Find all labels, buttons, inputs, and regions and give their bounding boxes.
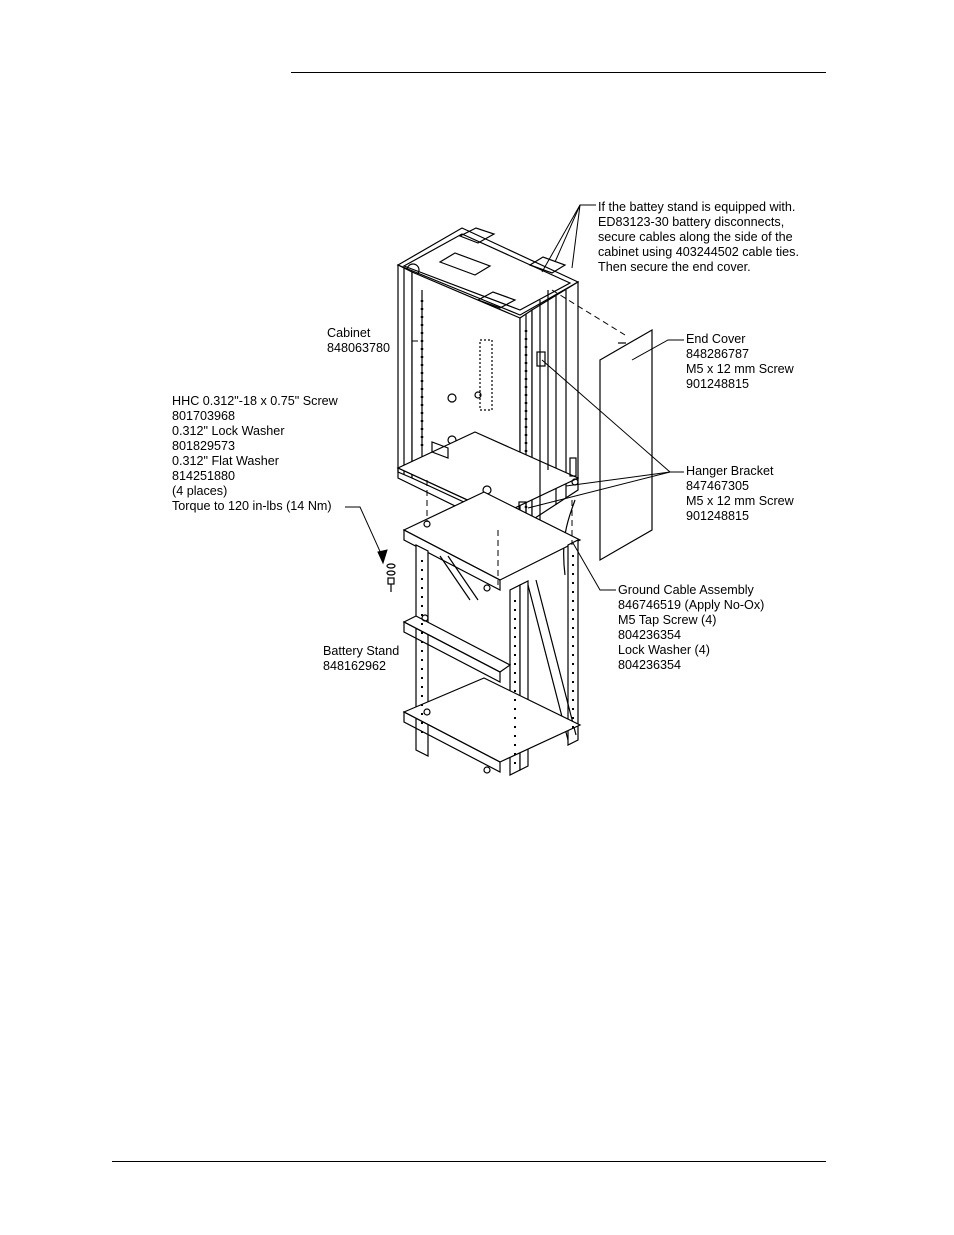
alignment-lines xyxy=(426,289,626,585)
callout-line: 814251880 xyxy=(172,469,236,483)
callout-line: 901248815 xyxy=(686,509,750,523)
callout-line: If the battey stand is equipped with. xyxy=(598,200,796,214)
callout-line: 0.312" Lock Washer xyxy=(172,424,285,438)
callout-line: Lock Washer (4) xyxy=(618,643,710,657)
callout-cabinet: Cabinet 848063780 xyxy=(327,326,390,356)
callout-line: ED83123-30 battery disconnects, xyxy=(598,215,785,229)
bolt-stack-drawing xyxy=(386,563,396,592)
callout-line: HHC 0.312"-18 x 0.75" Screw xyxy=(172,394,338,408)
callout-line: 848286787 xyxy=(686,347,750,361)
callout-line: 901248815 xyxy=(686,377,750,391)
cabinet-drawing xyxy=(396,227,580,576)
header-rule xyxy=(291,72,826,73)
callout-line: 848162962 xyxy=(323,659,387,673)
callout-line: M5 Tap Screw (4) xyxy=(618,613,717,627)
callout-mounting-hardware: HHC 0.312"-18 x 0.75" Screw 801703968 0.… xyxy=(172,394,338,514)
footer-rule xyxy=(112,1161,826,1162)
callout-line: Ground Cable Assembly xyxy=(618,583,754,597)
callout-line: Hanger Bracket xyxy=(686,464,774,478)
callout-line: Cabinet xyxy=(327,326,371,340)
callout-line: 801829573 xyxy=(172,439,236,453)
callout-line: M5 x 12 mm Screw xyxy=(686,362,794,376)
callout-line: End Cover xyxy=(686,332,746,346)
end-cover-drawing xyxy=(599,328,653,562)
callout-line: Torque to 120 in-lbs (14 Nm) xyxy=(172,499,332,513)
callout-battery-disconnects: If the battey stand is equipped with. ED… xyxy=(598,200,799,275)
callout-line: M5 x 12 mm Screw xyxy=(686,494,794,508)
callout-end-cover: End Cover 848286787 M5 x 12 mm Screw 901… xyxy=(686,332,794,392)
callout-line: 804236354 xyxy=(618,628,682,642)
callout-line: secure cables along the side of the xyxy=(598,230,793,244)
callout-line: 848063780 xyxy=(327,341,391,355)
callout-line: Battery Stand xyxy=(323,644,400,658)
callout-line: (4 places) xyxy=(172,484,228,498)
callout-line: 846746519 (Apply No-Ox) xyxy=(618,598,765,612)
callout-line: 801703968 xyxy=(172,409,236,423)
callout-line: cabinet using 403244502 cable ties. xyxy=(598,245,799,259)
leader-lines xyxy=(345,204,684,591)
callout-line: 804236354 xyxy=(618,658,682,672)
callout-battery-stand: Battery Stand 848162962 xyxy=(323,644,399,674)
callout-line: 0.312" Flat Washer xyxy=(172,454,279,468)
callout-line: Then secure the end cover. xyxy=(598,260,751,274)
battery-stand-drawing xyxy=(402,491,582,776)
callout-hanger-bracket: Hanger Bracket 847467305 M5 x 12 mm Scre… xyxy=(686,464,794,524)
callout-ground-cable: Ground Cable Assembly 846746519 (Apply N… xyxy=(618,583,764,673)
callout-line: 847467305 xyxy=(686,479,750,493)
